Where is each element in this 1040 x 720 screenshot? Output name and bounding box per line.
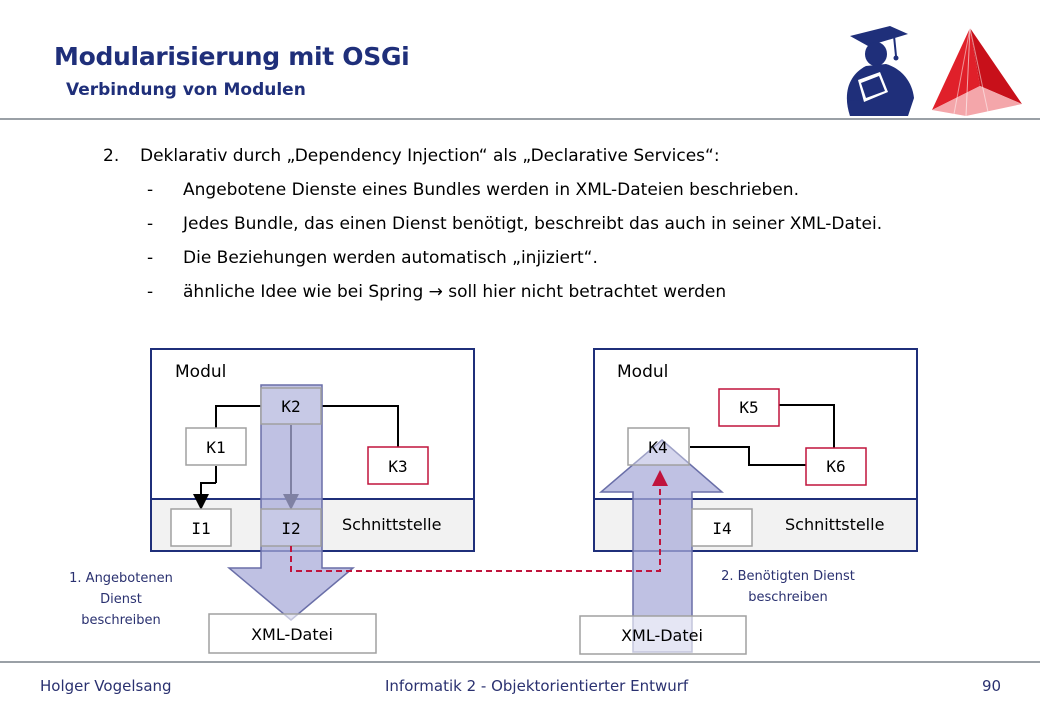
sub-item-text: Jedes Bundle, das einen Dienst benötigt,… <box>183 214 883 234</box>
interface-i2 <box>260 508 322 547</box>
item-number: 2. <box>103 146 120 166</box>
component-k4 <box>627 427 690 466</box>
sub-item-text: Angebotene Dienste eines Bundles werden … <box>183 180 799 200</box>
component-k5 <box>718 388 780 427</box>
interface-i1 <box>170 508 232 547</box>
item-text: Deklarativ durch „Dependency Injection“ … <box>140 146 720 166</box>
footer-page-number: 90 <box>982 677 1002 695</box>
component-k4-label: K4 <box>648 438 667 457</box>
component-k6-label: K6 <box>826 457 845 476</box>
header-divider <box>0 118 1040 120</box>
dash-marker: - <box>147 180 154 200</box>
sub-item-text: Die Beziehungen werden automatisch „inji… <box>183 248 598 268</box>
left-annotation-line2: Dienst <box>100 592 142 607</box>
page-subtitle: Verbindung von Modulen <box>66 80 306 100</box>
right-annotation-line1: 2. Benötigten Dienst <box>721 569 855 584</box>
right-annotation-line2: beschreiben <box>748 590 828 605</box>
right-xml-file <box>579 615 747 655</box>
interface-i1-label: I1 <box>191 519 210 538</box>
left-module-label: Modul <box>175 362 226 382</box>
sub-item-text: ähnliche Idee wie bei Spring → soll hier… <box>183 282 727 302</box>
component-k3-label: K3 <box>388 457 407 476</box>
component-k5-label: K5 <box>739 398 758 417</box>
left-arrow-k1-i1-head <box>193 482 216 510</box>
dash-marker: - <box>147 248 154 268</box>
interface-i2-label: I2 <box>281 519 300 538</box>
right-connector-k5-k6 <box>779 404 835 448</box>
interface-i4 <box>691 508 753 547</box>
left-down-arrow <box>226 384 356 621</box>
component-k2-label: K2 <box>281 397 300 416</box>
right-xml-file-label: XML-Datei <box>621 626 703 645</box>
interface-i4-label: I4 <box>712 519 731 538</box>
injection-dashed-link <box>290 470 668 572</box>
footer-author: Holger Vogelsang <box>40 677 172 695</box>
component-k1 <box>185 427 247 466</box>
left-xml-file <box>208 613 377 654</box>
scholar-logo <box>846 26 914 116</box>
left-interface-label: Schnittstelle <box>342 515 441 534</box>
triangle-logo <box>932 27 1022 117</box>
left-annotation-line1: 1. Angebotenen <box>69 571 173 586</box>
left-xml-file-label: XML-Datei <box>251 625 333 644</box>
footer-divider <box>0 661 1040 663</box>
left-annotation-line3: beschreiben <box>81 613 161 628</box>
right-module-label: Modul <box>617 362 668 382</box>
component-k6 <box>805 447 867 486</box>
component-k3 <box>367 446 429 485</box>
right-connector-k4-k6 <box>690 446 806 466</box>
page-title: Modularisierung mit OSGi <box>54 42 410 71</box>
footer-course: Informatik 2 - Objektorientierter Entwur… <box>385 677 689 695</box>
component-k2 <box>260 387 322 425</box>
component-k1-label: K1 <box>206 438 225 457</box>
dash-marker: - <box>147 282 154 302</box>
right-interface-label: Schnittstelle <box>785 515 884 534</box>
dash-marker: - <box>147 214 154 234</box>
